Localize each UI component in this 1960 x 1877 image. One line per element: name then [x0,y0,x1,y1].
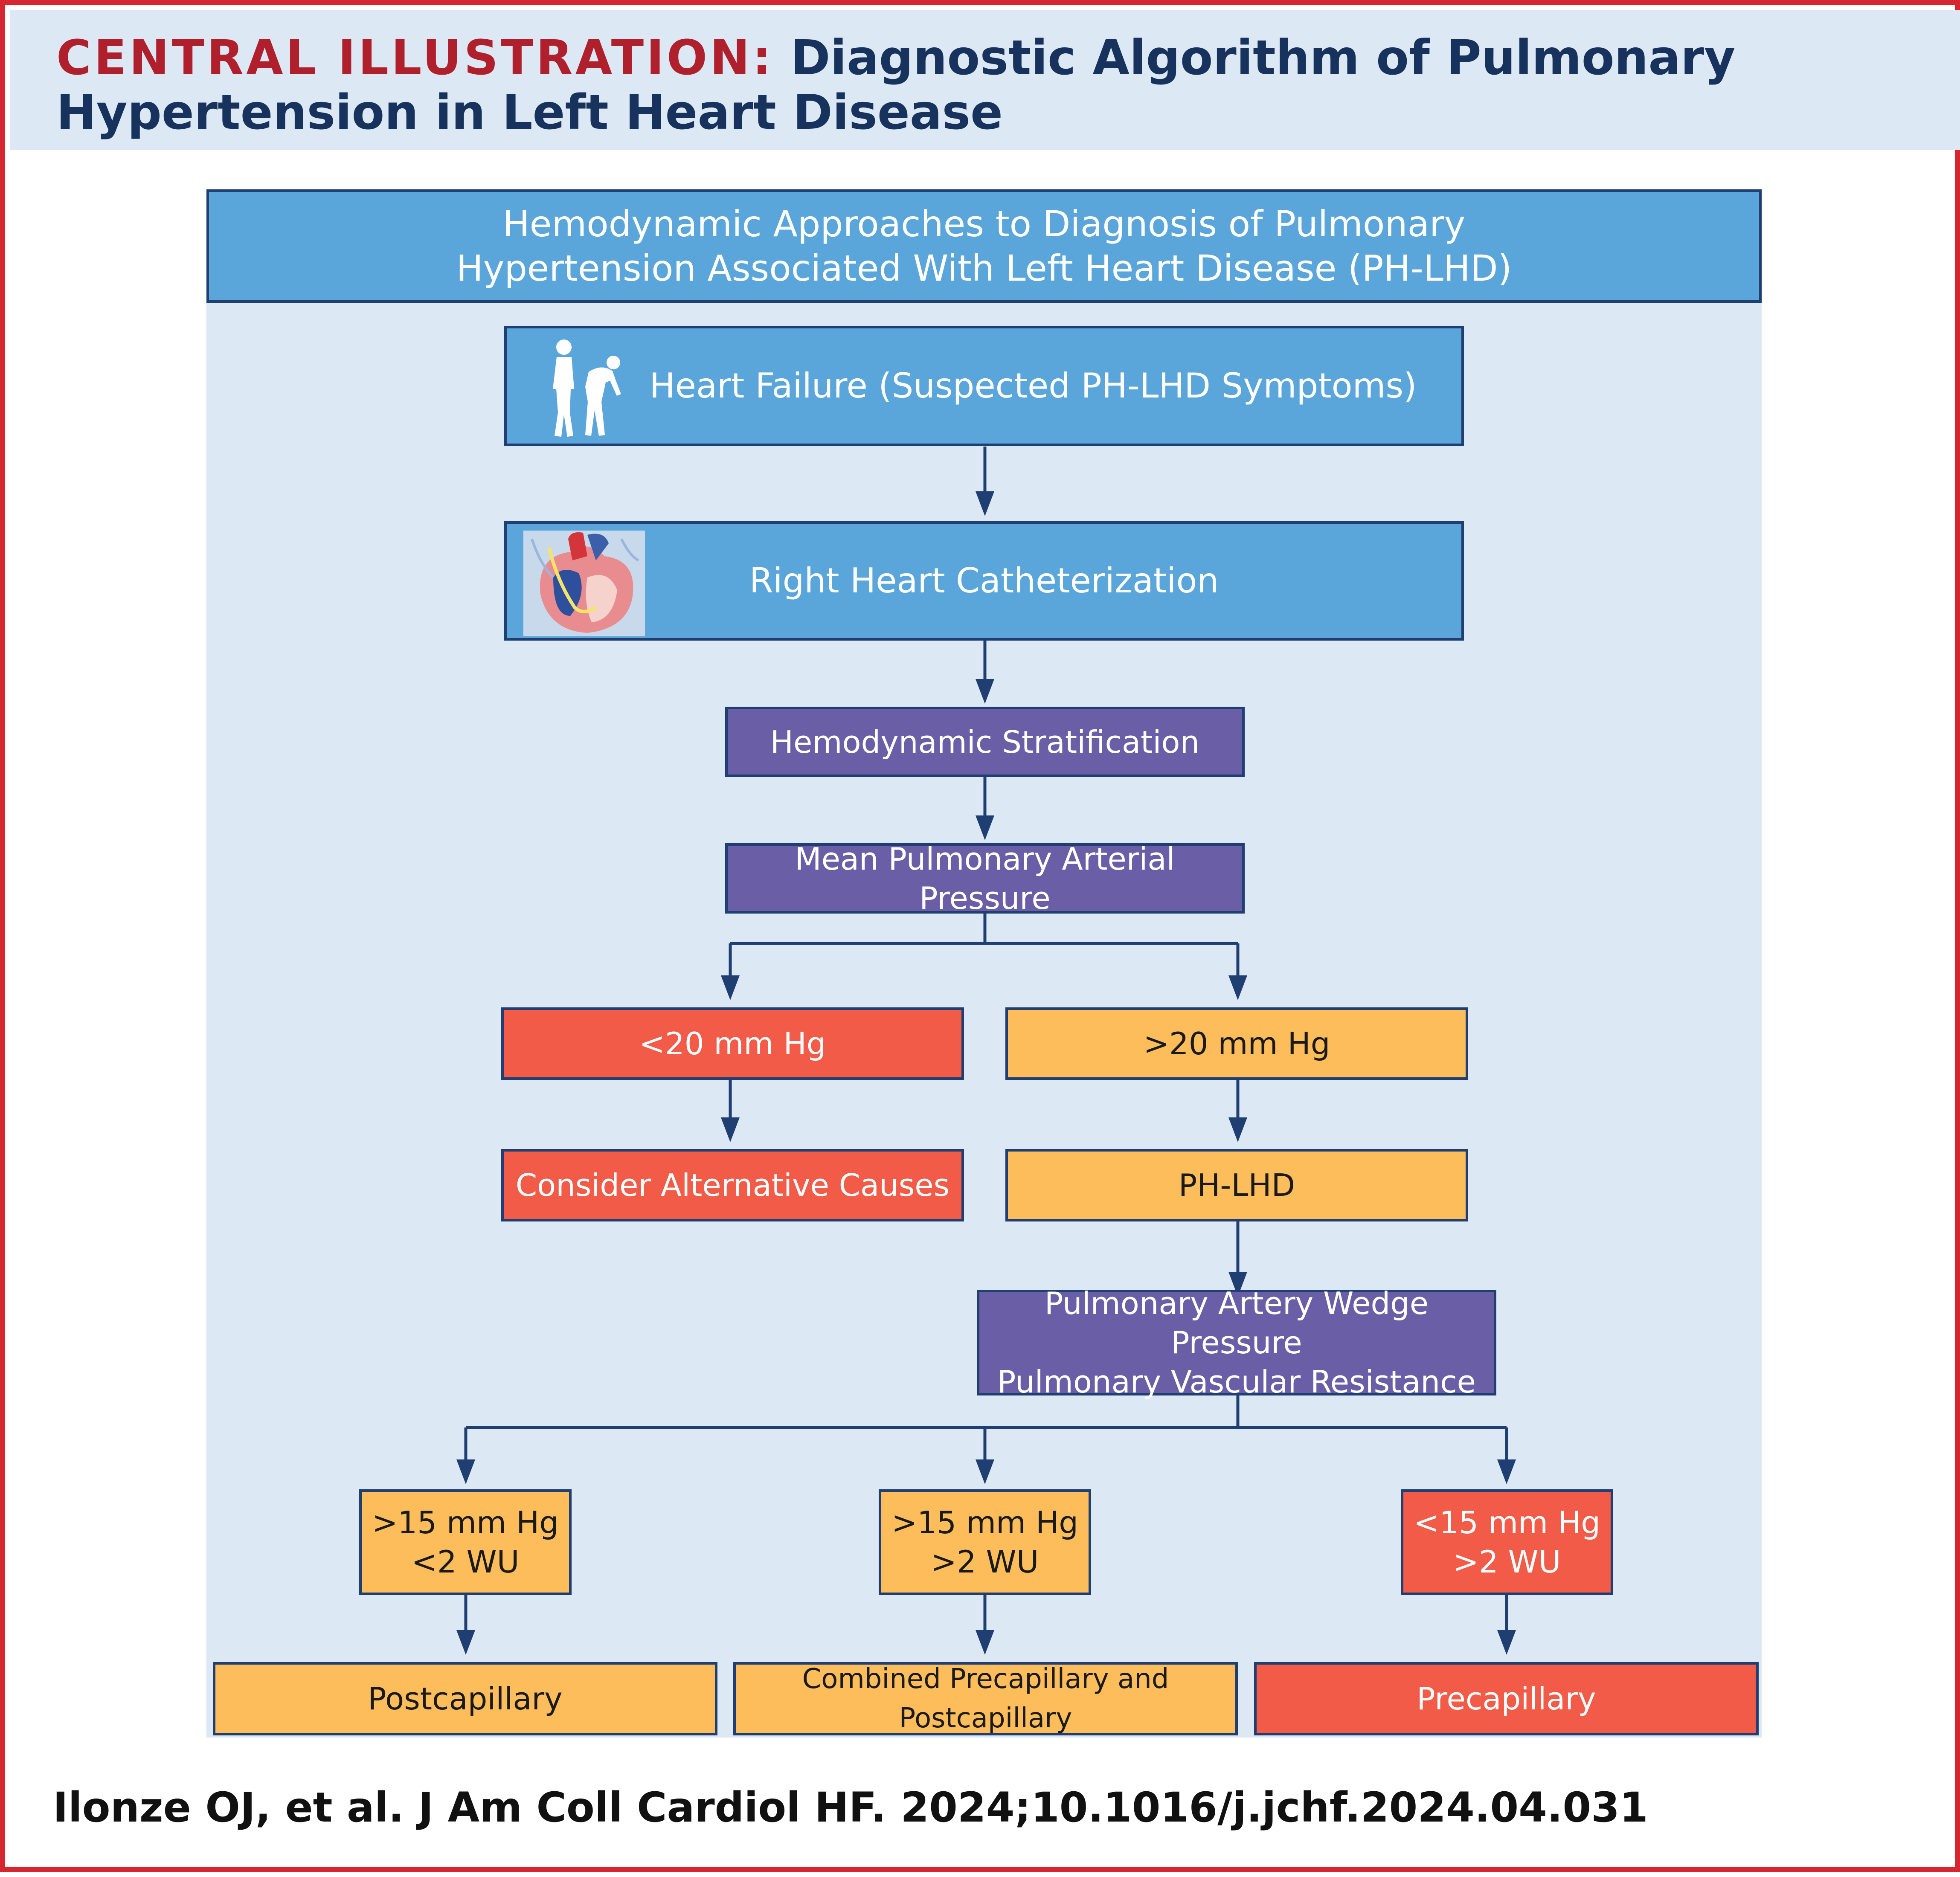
alt-causes-label: Consider Alternative Causes [515,1167,950,1203]
approaches-box: Hemodynamic Approaches to Diagnosis of P… [206,189,1762,303]
walking-and-bent-over-people-icon [553,339,621,437]
lt20-box: <20 mm Hg [501,1007,964,1080]
postcapillary-box: Postcapillary [213,1662,717,1735]
branch-precapillary-criteria: <15 mm Hg >2 WU [1401,1489,1613,1595]
mpap-box: Mean Pulmonary Arterial Pressure [725,841,1245,916]
rhc-label: Right Heart Catheterization [749,561,1219,601]
branch2-pvr: >2 WU [931,1544,1039,1580]
title-lead: CENTRAL ILLUSTRATION: [56,30,774,86]
pvr-label: Pulmonary Vascular Resistance [997,1364,1476,1400]
precapillary-label: Precapillary [1417,1681,1596,1717]
branch1-pvr: <2 WU [411,1544,520,1580]
postcapillary-label: Postcapillary [368,1681,563,1717]
gt20-box: >20 mm Hg [1005,1007,1468,1080]
branch1-pawp: >15 mm Hg [372,1505,559,1540]
branch3-pawp: <15 mm Hg [1414,1505,1600,1540]
rhc-box: Right Heart Catheterization [504,521,1464,641]
approaches-line-1: Hemodynamic Approaches to Diagnosis of P… [502,203,1466,245]
citation: Ilonze OJ, et al. J Am Coll Cardiol HF. … [53,1784,1648,1831]
pawp-label: Pulmonary Artery Wedge Pressure [1044,1285,1429,1361]
approaches-line-2: Hypertension Associated With Left Heart … [456,247,1512,289]
lt20-label: <20 mm Hg [639,1026,826,1062]
heart-failure-box: Heart Failure (Suspected PH-LHD Symptoms… [504,326,1464,446]
ph-lhd-box: PH-LHD [1005,1149,1468,1221]
page-title: CENTRAL ILLUSTRATION: Diagnostic Algorit… [56,31,1890,140]
branch2-pawp: >15 mm Hg [891,1505,1078,1540]
gt20-label: >20 mm Hg [1143,1026,1330,1062]
heart-catheter-illustration-icon [523,531,645,636]
precapillary-box: Precapillary [1254,1662,1759,1735]
alt-causes-box: Consider Alternative Causes [501,1149,964,1221]
header-band: CENTRAL ILLUSTRATION: Diagnostic Algorit… [10,10,1960,150]
stratification-box: Hemodynamic Stratification [725,707,1245,777]
combined-box: Combined Precapillary and Postcapillary [733,1662,1238,1735]
ph-lhd-label: PH-LHD [1178,1167,1295,1203]
branch-postcapillary-criteria: >15 mm Hg <2 WU [359,1489,572,1595]
branch3-pvr: >2 WU [1453,1544,1561,1580]
combined-label: Combined Precapillary and Postcapillary [802,1663,1169,1734]
mpap-label: Mean Pulmonary Arterial Pressure [795,841,1175,916]
stratification-label: Hemodynamic Stratification [770,724,1200,760]
branch-combined-criteria: >15 mm Hg >2 WU [879,1489,1091,1595]
title-rest: Diagnostic Algorithm of Pulmonary Hypert… [56,30,1736,140]
heart-failure-label: Heart Failure (Suspected PH-LHD Symptoms… [649,366,1417,406]
pawp-pvr-box: Pulmonary Artery Wedge Pressure Pulmonar… [977,1285,1496,1400]
